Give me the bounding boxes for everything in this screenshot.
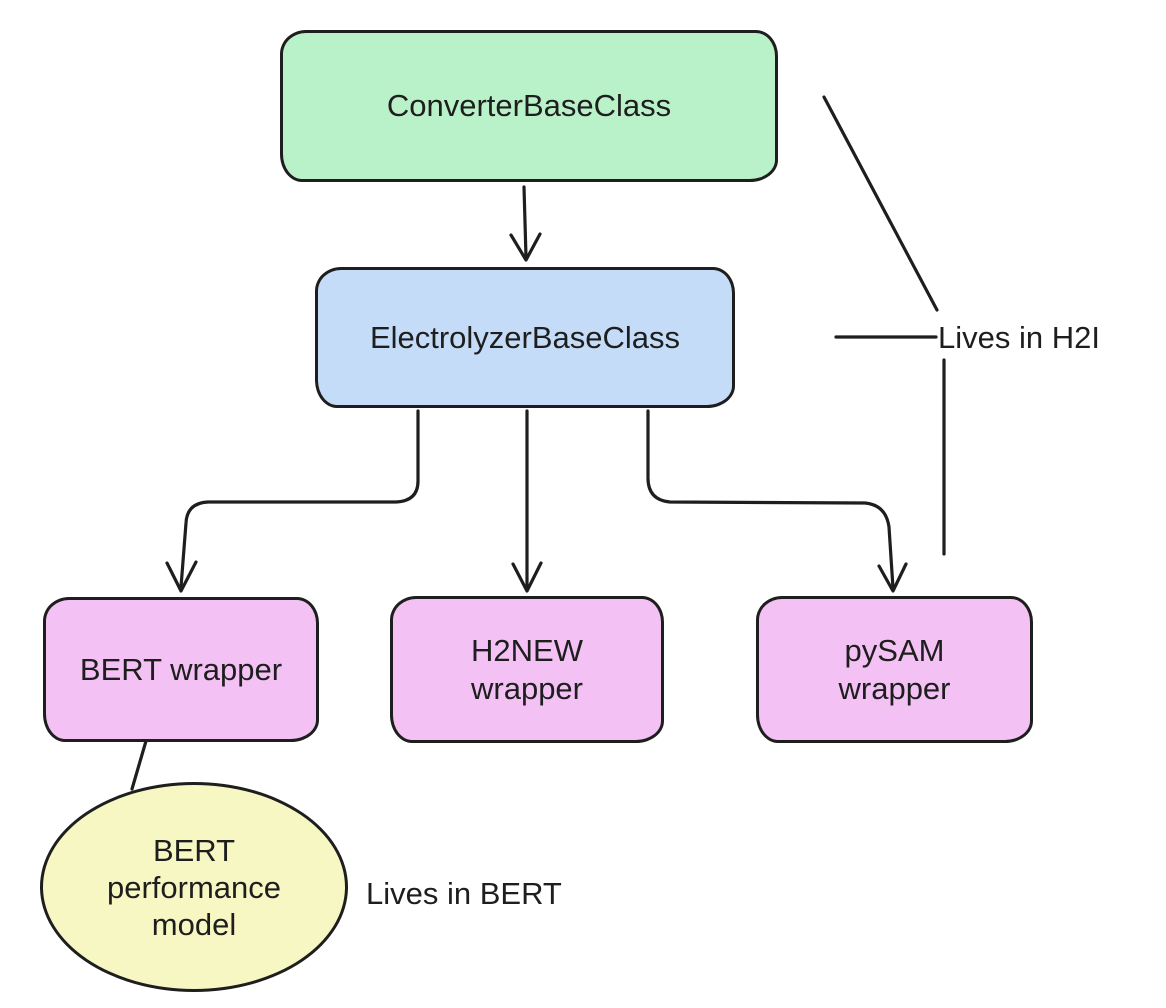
node-label-line: pySAM: [844, 632, 945, 668]
edge-electrolyzer-to-bert-wrapper: [179, 409, 420, 589]
node-label: ConverterBaseClass: [386, 88, 672, 123]
edge-electrolyzer-to-pysam-wrapper: [646, 409, 895, 590]
node-label-line: wrapper: [838, 670, 951, 706]
annotation-lives-in-h2i: Lives in H2I: [938, 320, 1100, 355]
arrowhead-electrolyzer-to-h2new-wrapper: [511, 561, 543, 593]
annotation-lives-in-bert: Lives in BERT: [366, 876, 562, 911]
callout-line-converter-to-h2i-label: [822, 95, 939, 312]
node-bert-performance-model: BERT performance model: [40, 782, 348, 992]
node-label-line: H2NEW: [471, 632, 583, 668]
node-label-line: model: [151, 906, 237, 942]
arrowhead-electrolyzer-to-bert-wrapper: [165, 560, 198, 593]
arrowhead-converter-to-electrolyzer: [509, 232, 542, 262]
node-label: ElectrolyzerBaseClass: [369, 319, 681, 355]
arrowhead-electrolyzer-to-pysam-wrapper: [877, 562, 908, 593]
edge-bert-wrapper-to-performance-model: [130, 739, 148, 791]
node-label-line: BERT: [152, 832, 236, 868]
edge-converter-to-electrolyzer: [522, 185, 528, 259]
node-bert-wrapper: BERT wrapper: [43, 597, 319, 742]
node-label: BERT wrapper: [79, 651, 283, 687]
node-label-line: wrapper: [471, 670, 583, 706]
node-converter-base-class: ConverterBaseClass: [280, 30, 778, 182]
node-h2new-wrapper: H2NEW wrapper: [390, 596, 664, 743]
node-pysam-wrapper: pySAM wrapper: [756, 596, 1033, 743]
node-label-line: performance: [106, 869, 282, 905]
node-electrolyzer-base-class: ElectrolyzerBaseClass: [315, 267, 735, 408]
